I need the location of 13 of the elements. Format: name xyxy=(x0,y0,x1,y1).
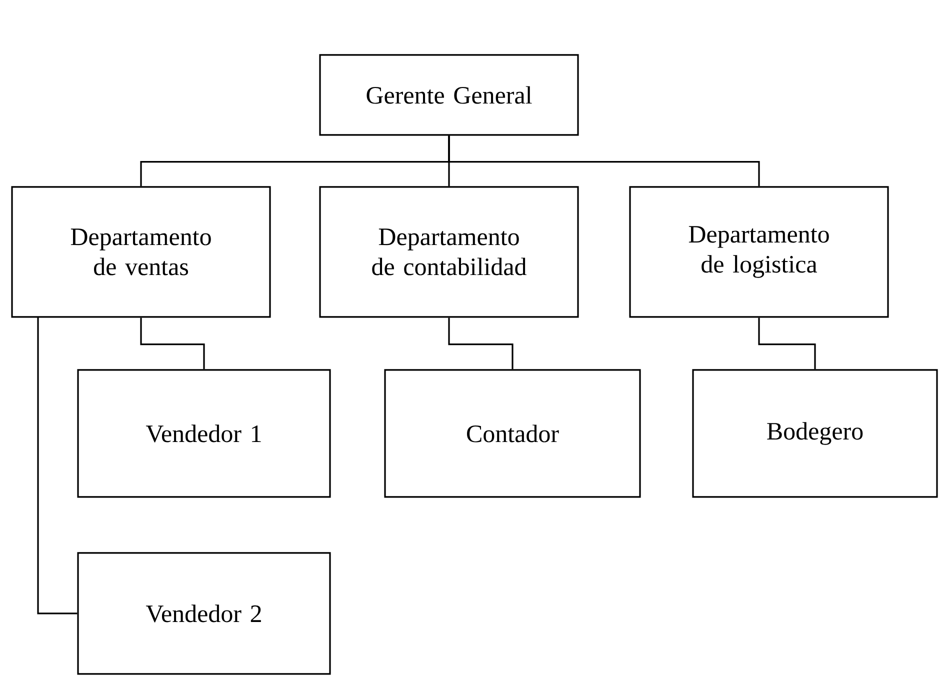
org-box: Vendedor 2 xyxy=(77,552,331,675)
connector-line xyxy=(448,318,514,370)
org-box: Departamento de logistica xyxy=(629,186,889,318)
org-box: Bodegero xyxy=(692,369,938,498)
org-box: Departamento de ventas xyxy=(11,186,271,318)
org-box: Gerente General xyxy=(319,54,579,136)
connector-line xyxy=(448,136,760,186)
org-box: Contador xyxy=(384,369,641,498)
org-box: Vendedor 1 xyxy=(77,369,331,498)
connector-line xyxy=(758,318,816,370)
connector-line xyxy=(140,318,205,370)
connector-line xyxy=(37,316,78,614)
org-box: Departamento de contabilidad xyxy=(319,186,579,318)
